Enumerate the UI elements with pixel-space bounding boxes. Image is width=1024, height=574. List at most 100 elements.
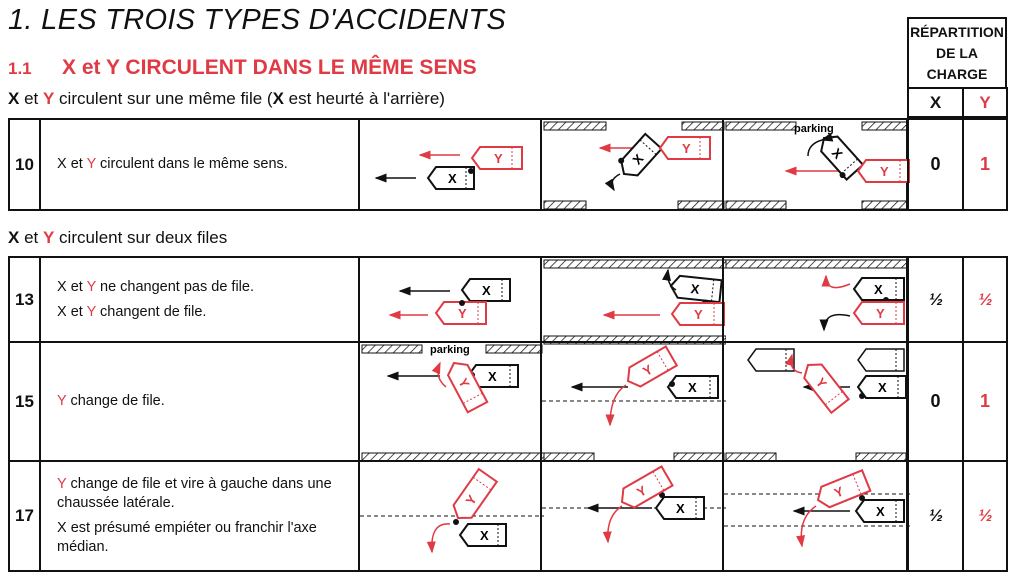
vehicle-label-y: Y [880,164,889,179]
vehicle-x: X [654,492,705,520]
vehicle-x: X [852,277,905,303]
share-x: ½ [907,256,964,343]
col-header-x: X [907,87,964,118]
diagram-17-b: X Y [540,460,726,572]
label-y: Y [86,278,96,295]
vehicle-y: Y [434,300,487,325]
case-number-text: 13 [15,289,34,309]
diagram-15-c: X Y [722,341,908,462]
section-heading-same-lane: X et Y circulent sur une même file (X es… [8,89,445,109]
vehicle-y: Y [670,302,725,326]
text-et: et [66,156,87,172]
vehicle-label-x: X [688,380,697,395]
diagram-10-c: parking X Y [722,118,910,211]
case-number-text: 15 [15,391,34,411]
vehicle-y: Y [852,301,905,325]
case-row-10: 10 X et Y circulent dans le même sens. X… [8,118,1024,211]
description-line: X et Y ne changent pas de file. [57,278,358,297]
case-description: Y change de file et vire à gauche dans u… [39,460,360,572]
text-rest: circulent sur une même file ( [54,89,273,108]
vehicle-y: Y [620,465,674,509]
repartition-line: DE LA [936,45,978,61]
label-x: X [8,228,20,247]
vehicle-label-x: X [876,504,885,519]
case-description: X et Y ne changent pas de file. X et Y c… [39,256,360,343]
text-et: et [66,278,87,295]
vehicle-x: X [460,278,511,302]
vehicle-label-x: X [690,281,701,297]
diagram-13-a: X Y [358,256,542,343]
vehicle-x: X [666,375,719,399]
text-rest: est présumé empiéter ou franchir l'axe m… [57,520,317,555]
diagram-15-a: parking X Y [358,341,544,462]
share-x: 0 [907,341,964,462]
subtitle-number: 1.1 [8,59,32,78]
case-number: 17 [8,460,41,572]
vehicle-label-x: X [488,369,497,384]
description-line: X et Y changent de file. [57,303,358,322]
diagram-17-c: X Y [722,460,910,572]
repartition-line: CHARGE [926,66,988,82]
parked-car [747,348,795,372]
description-line: Y change de file et vire à gauche dans u… [57,475,358,513]
vehicle-y: Y [452,467,499,520]
repartition-header: RÉPARTITION DE LA CHARGE [907,17,1007,89]
vehicle-label-x: X [480,528,489,543]
page-title: 1. LES TROIS TYPES D'ACCIDENTS [8,4,506,36]
text-et: et [66,303,87,320]
case-number: 10 [8,118,41,211]
case-number: 13 [8,256,41,343]
share-y: ½ [962,460,1008,572]
vehicle-x: X [856,375,907,399]
section-heading-two-lanes: X et Y circulent sur deux files [8,228,227,248]
share-y: ½ [962,256,1008,343]
vehicle-x: X [426,166,475,190]
description-line: Y change de file. [57,392,358,411]
repartition-line: RÉPARTITION [910,24,1004,40]
vehicle-y: Y [658,136,711,160]
case-description: X et Y circulent dans le même sens. [39,118,360,211]
vehicle-label-y: Y [458,306,467,321]
vehicle-label-x: X [482,283,491,298]
vehicle-x: X [820,135,865,181]
case-number-text: 17 [15,506,34,525]
share-x: ½ [907,460,964,572]
vehicle-label-y: Y [694,307,703,322]
vehicle-x: X [453,519,507,547]
vehicle-y: Y [856,159,910,183]
vehicle-label-x: X [676,501,685,516]
description-line: X et Y circulent dans le même sens. [57,155,358,174]
label-y: Y [86,156,96,172]
vehicle-label-y: Y [494,151,503,166]
label-y: Y [42,228,55,247]
text-et: et [19,89,43,108]
text-rest: est heurté à l'arrière) [283,89,445,108]
vehicle-y: Y [803,363,851,415]
case-row-13: 13 X et Y ne changent pas de file. X et … [8,256,1024,345]
label-x: X [8,89,20,108]
share-y: 1 [962,341,1008,462]
vehicle-y: Y [446,361,489,414]
col-header-y: Y [962,87,1008,118]
share-x: 0 [907,118,964,211]
label-y: Y [42,89,55,108]
vehicle-label-y: Y [682,141,691,156]
case-description: Y change de file. [39,341,360,462]
diagram-10-a: X Y [358,118,542,211]
case-number-text: 10 [15,154,34,174]
vehicle-label-x: X [874,282,883,297]
text-rest: circulent dans le même sens. [95,156,288,172]
vehicle-x: X [854,495,905,523]
vehicle-x: X [618,132,664,177]
label-x: X [57,303,67,320]
label-x: X [57,278,67,295]
label-x: X [57,520,67,536]
share-y-value: ½ [978,289,992,309]
vehicle-label-x: X [448,171,457,186]
vehicle-y: Y [626,345,679,388]
parking-label: parking [430,344,470,356]
label-y: Y [86,303,96,320]
case-row-15: 15 Y change de file. parking X Y X Y [8,341,1024,462]
vehicle-y: Y [816,469,872,509]
subtitle-text: X et Y CIRCULENT DANS LE MÊME SENS [62,56,477,79]
